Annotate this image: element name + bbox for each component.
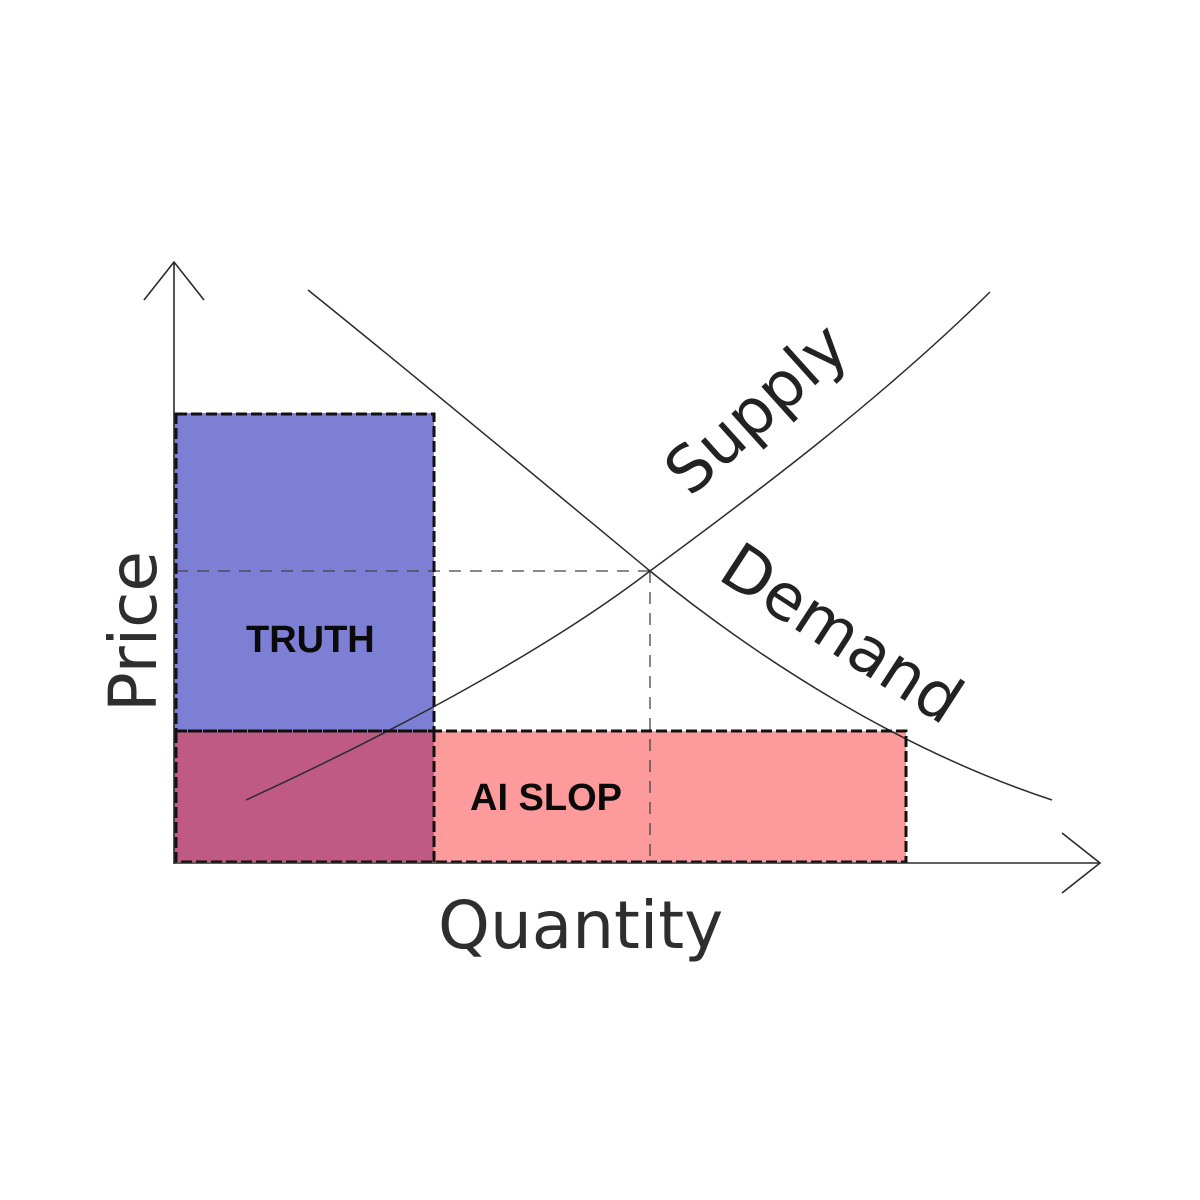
quantity-axis-label: Quantity [438,887,723,964]
demand-label: Demand [707,529,975,739]
demand-curve [307,289,1053,801]
supply-label: Supply [651,309,863,510]
truth-label: TRUTH [246,619,375,661]
ai-slop-label: AI SLOP [470,777,622,819]
truth-box-border [174,412,436,733]
price-axis-label: Price [95,551,172,712]
truth-box [174,413,434,731]
overlap-box [174,731,434,862]
ai-slop-box [434,731,906,862]
quantity-axis-arrowhead [1061,832,1102,894]
price-axis-arrowhead [143,260,205,301]
ai-slop-box-border [174,729,908,864]
